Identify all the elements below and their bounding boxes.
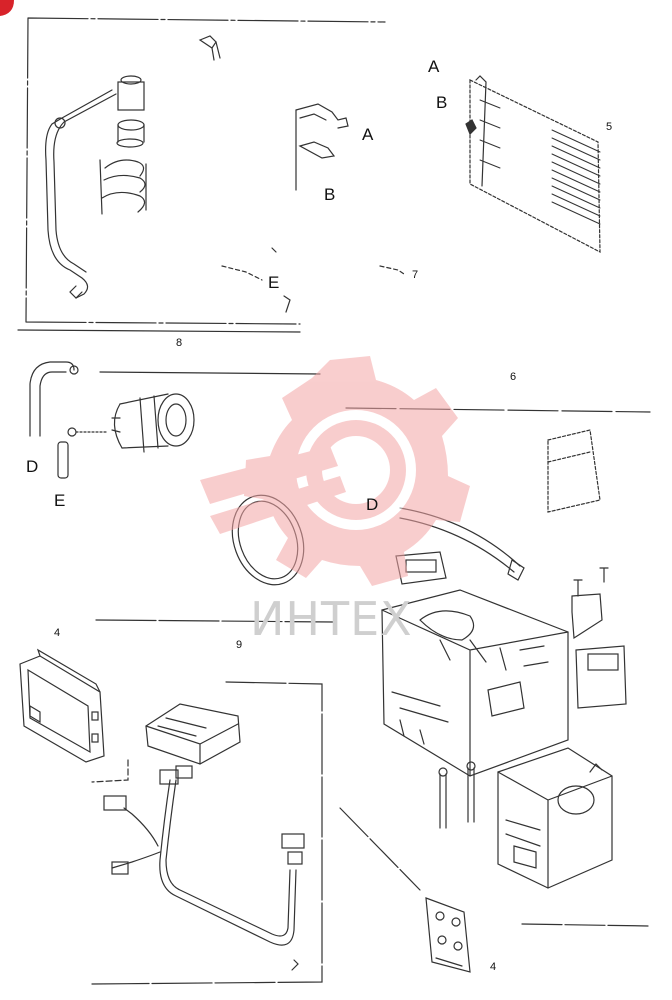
label-e-mid: E bbox=[268, 273, 280, 292]
label-b-mid: B bbox=[324, 185, 336, 204]
label-a-top-right: A bbox=[428, 57, 440, 76]
frame-harness-left bbox=[91, 759, 129, 783]
separator-mid bbox=[17, 329, 301, 333]
duct-adapter-right bbox=[575, 645, 627, 709]
small-panel bbox=[425, 897, 471, 973]
wire-harness bbox=[103, 765, 305, 971]
frame-bottom-right bbox=[339, 807, 651, 927]
corner-badge bbox=[0, 0, 14, 16]
label-d-right: D bbox=[366, 495, 379, 514]
label-num-5: 5 bbox=[606, 121, 613, 133]
compressor bbox=[111, 393, 195, 453]
watermark-wrench bbox=[200, 446, 346, 534]
label-num-6: 6 bbox=[510, 371, 517, 383]
label-d-left: D bbox=[26, 457, 39, 476]
condenser bbox=[465, 75, 601, 254]
label-num-7: 7 bbox=[412, 269, 419, 281]
label-num-8: 8 bbox=[176, 337, 183, 349]
label-e-left: E bbox=[54, 491, 66, 510]
label-num-9: 9 bbox=[236, 639, 243, 651]
label-a-mid: A bbox=[362, 125, 374, 144]
screws bbox=[573, 567, 609, 597]
control-panel bbox=[19, 648, 105, 763]
watermark-text: ИНТЕХ bbox=[250, 592, 413, 646]
blower-unit bbox=[497, 747, 613, 889]
watermark-logo bbox=[200, 356, 470, 586]
frame-top-left bbox=[25, 17, 386, 325]
heater-unit bbox=[381, 589, 569, 777]
part-e-pipe bbox=[271, 247, 291, 313]
separator-lower-left bbox=[95, 619, 335, 623]
label-8-line bbox=[99, 371, 321, 375]
bracket-ab bbox=[295, 103, 349, 191]
frame-harness bbox=[91, 681, 323, 985]
control-module bbox=[145, 703, 241, 765]
cover-box bbox=[547, 429, 601, 513]
label-b-top-right: B bbox=[436, 93, 448, 112]
pipe-left bbox=[45, 89, 117, 299]
receiver-drier bbox=[116, 75, 145, 148]
fitting-top bbox=[198, 35, 221, 61]
hose-d bbox=[29, 361, 79, 437]
part-7 bbox=[221, 265, 405, 281]
clamp-bands bbox=[99, 159, 147, 215]
separator-right bbox=[345, 407, 651, 413]
fitting-e bbox=[57, 427, 109, 479]
label-num-4-bottom: 4 bbox=[490, 961, 497, 973]
mount-bracket bbox=[571, 593, 603, 640]
studs bbox=[438, 761, 476, 829]
label-num-4-left: 4 bbox=[54, 627, 61, 639]
